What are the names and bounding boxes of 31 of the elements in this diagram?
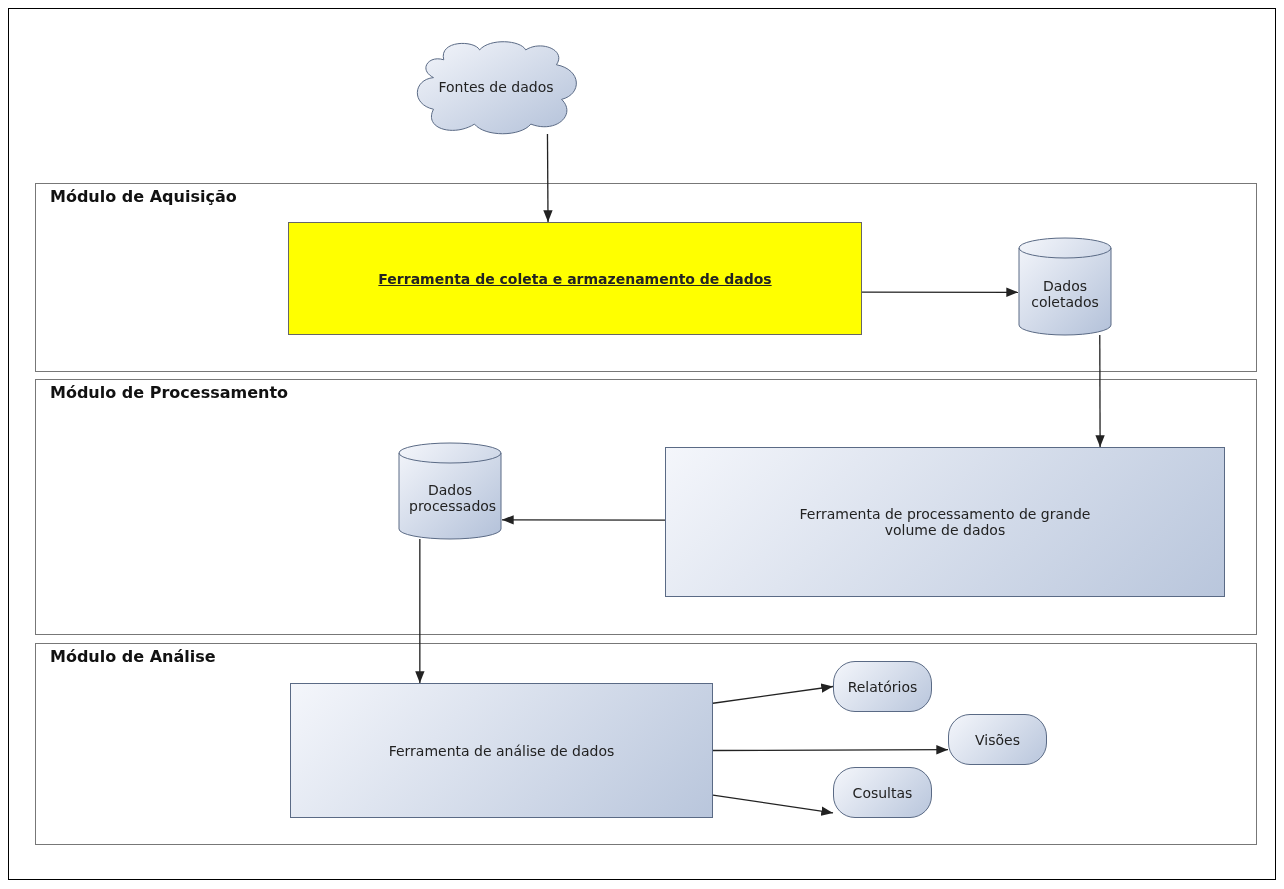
arrow	[415, 538, 425, 684]
arrow	[712, 683, 834, 704]
module-heading: Módulo de Aquisição	[49, 187, 238, 206]
module-band	[35, 643, 1257, 845]
node-label: Cosultas	[851, 784, 914, 801]
database-cylinder	[398, 443, 502, 539]
module-band	[35, 183, 1257, 372]
output-pill	[833, 767, 932, 818]
process-box	[288, 222, 862, 335]
node-label: Ferramenta de processamento de grande volume de dados	[798, 506, 1092, 538]
arrow	[712, 794, 834, 816]
node-label: Ferramenta de coleta e armazenamento de dados	[377, 270, 773, 287]
process-box	[290, 683, 713, 818]
database-cylinder	[1018, 238, 1112, 335]
arrow	[861, 287, 1019, 297]
process-box	[665, 447, 1225, 597]
node-label: Visões	[974, 731, 1021, 748]
node-label: Ferramenta de análise de dados	[387, 742, 616, 759]
node-label: Fontes de dados	[437, 79, 555, 95]
arrow	[712, 745, 949, 755]
module-band	[35, 379, 1257, 635]
output-pill	[833, 661, 932, 712]
arrow	[543, 133, 553, 223]
arrow	[501, 515, 666, 525]
arrow	[1095, 334, 1105, 448]
node-label: Relatórios	[846, 678, 919, 695]
module-heading: Módulo de Processamento	[49, 383, 290, 402]
module-heading: Módulo de Análise	[49, 647, 217, 666]
node-label: Dados processados	[408, 482, 498, 514]
node-label: Dados coletados	[1030, 277, 1100, 310]
output-pill	[948, 714, 1047, 765]
